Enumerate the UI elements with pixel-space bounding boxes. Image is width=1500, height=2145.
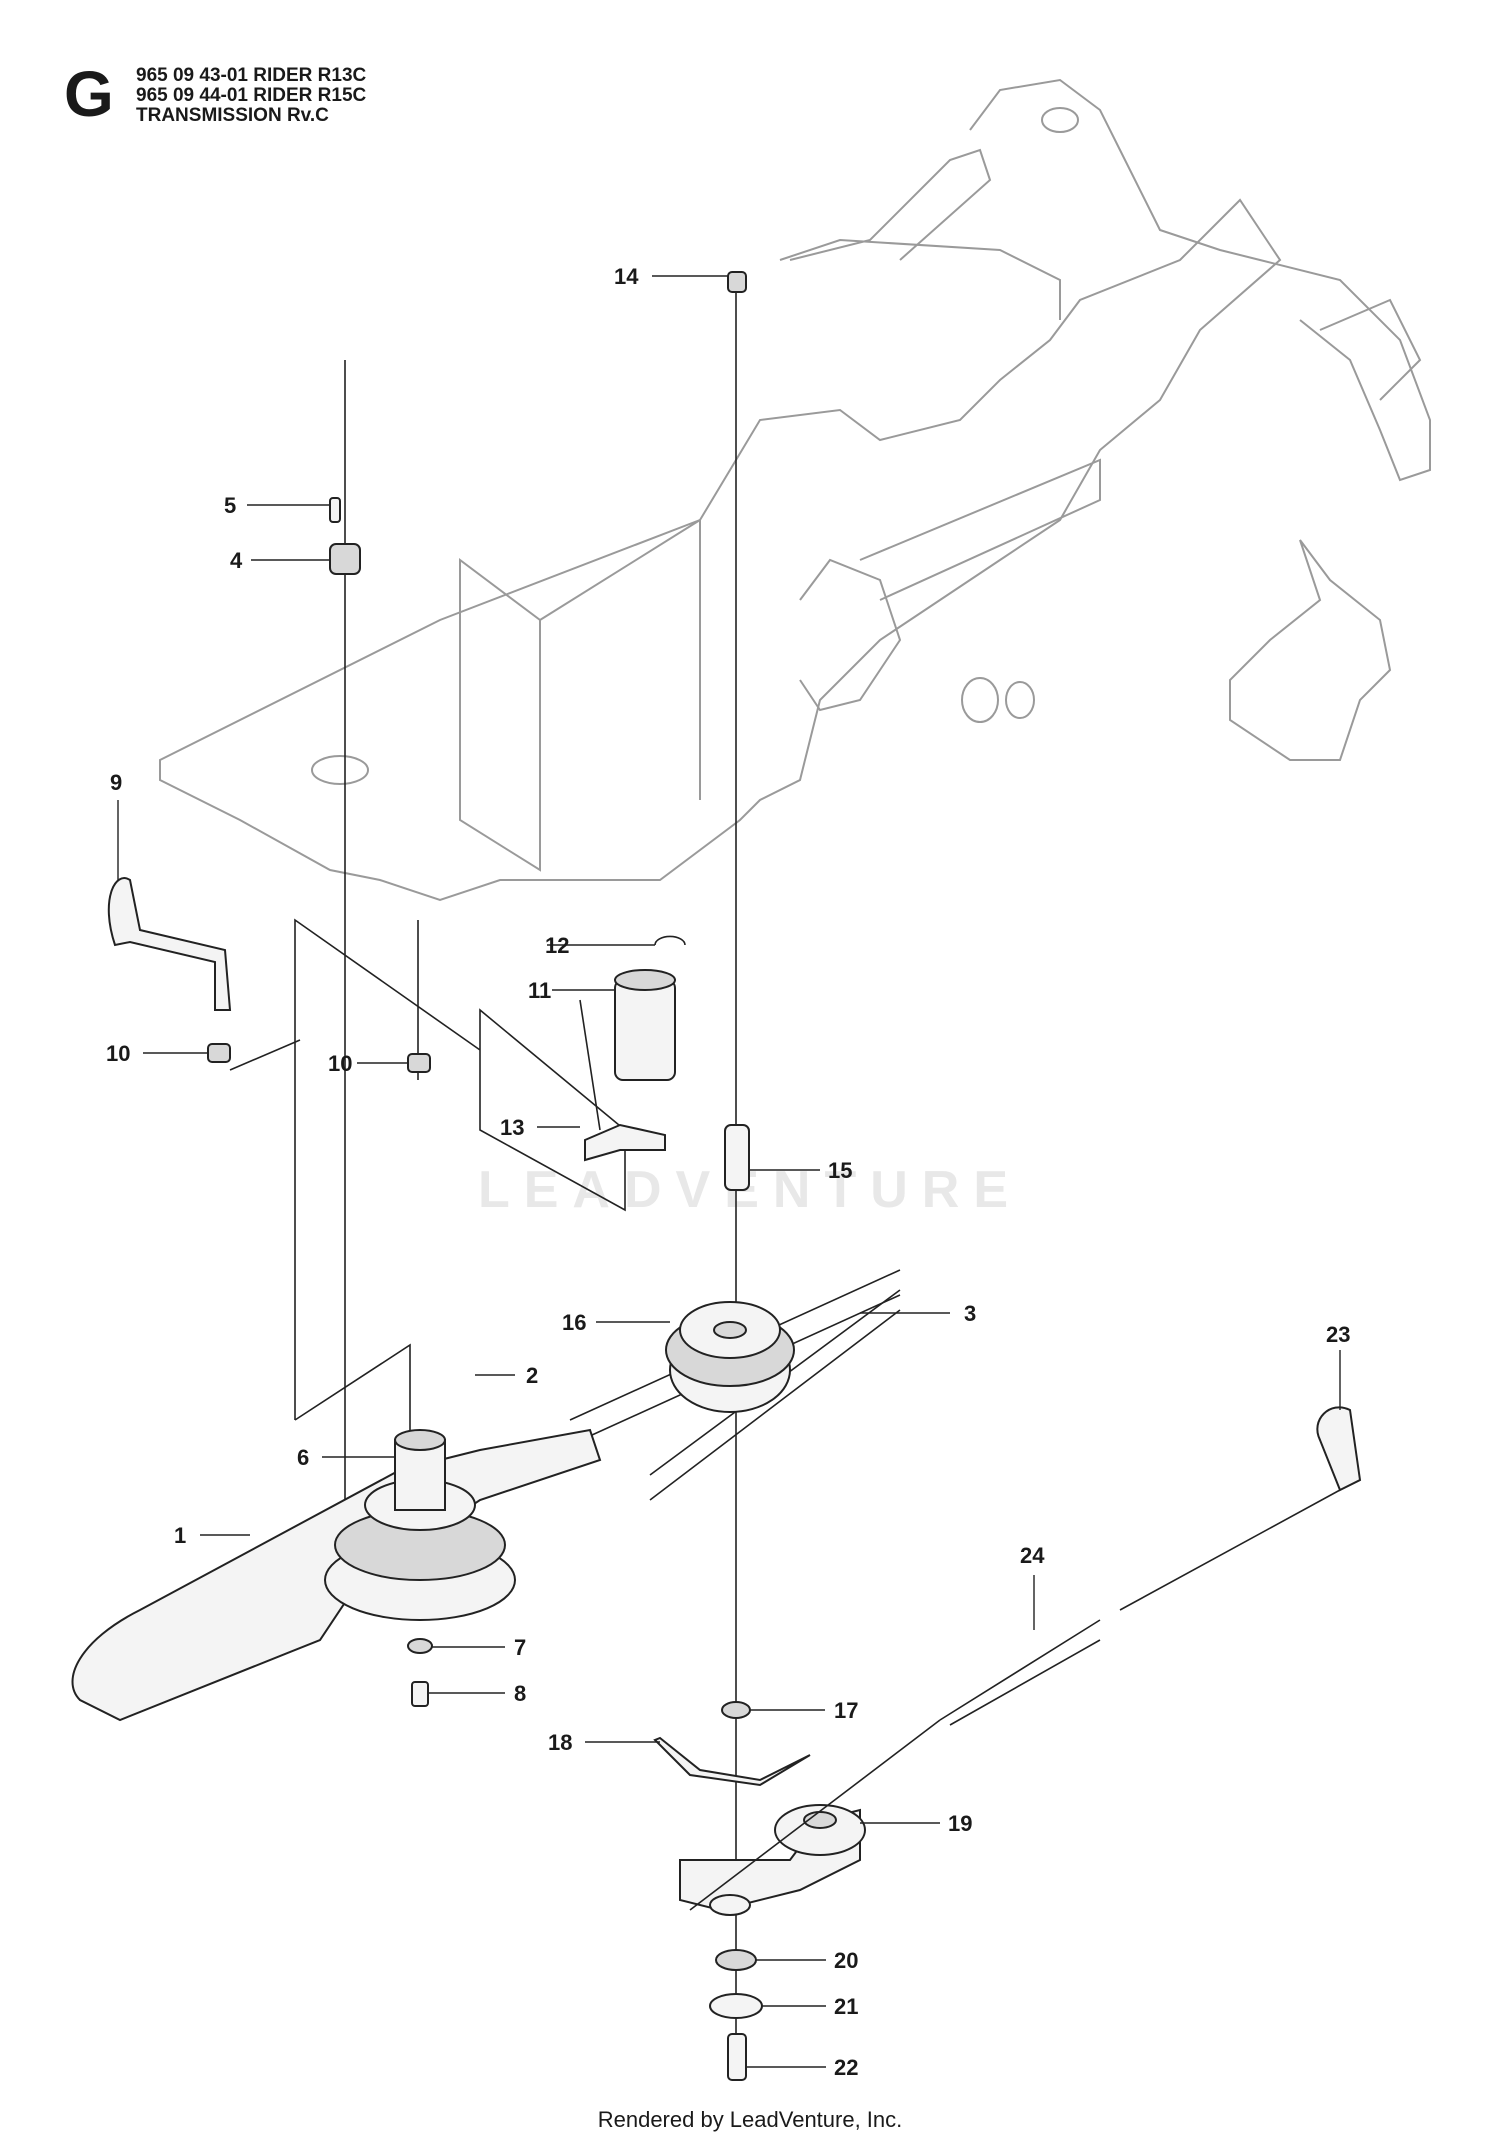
callout-leaders — [117, 275, 1341, 2068]
washer-7 — [407, 1638, 433, 1654]
assembly-title: TRANSMISSION Rv.C — [136, 105, 329, 126]
bolt-15 — [727, 271, 747, 293]
chassis-frame — [159, 78, 1431, 902]
section-letter: G — [64, 58, 114, 130]
callout-17: 17 — [834, 1698, 858, 1723]
washer-21 — [709, 1993, 763, 2019]
callout-7: 7 — [514, 1635, 526, 1660]
callout-14: 15 — [828, 1158, 852, 1183]
spring-13 — [579, 999, 601, 1131]
circlip-12 — [654, 935, 686, 946]
link-rod — [689, 1719, 941, 1911]
callout-1: 1 — [174, 1523, 186, 1548]
callout-2: 2 — [526, 1363, 538, 1388]
hook-23 — [1316, 1406, 1362, 1492]
washer-20 — [715, 1949, 757, 1971]
callout-16: 16 — [562, 1310, 586, 1335]
callout-21: 21 — [834, 1994, 858, 2019]
callout-labels: 14 5 4 9 10 10 12 11 13 15 16 3 2 6 1 7 … — [106, 264, 1350, 2080]
spring-24 — [939, 1619, 1101, 1726]
callout-5: 5 — [224, 493, 236, 518]
callout-19: 19 — [948, 1811, 972, 1836]
callout-12: 12 — [545, 933, 569, 958]
callout-8: 8 — [514, 1681, 526, 1706]
lever-11 — [584, 1123, 666, 1162]
pin-5 — [329, 497, 341, 523]
footer-credit: Rendered by LeadVenture, Inc. — [597, 2107, 903, 2132]
callout-10a: 10 — [106, 1041, 130, 1066]
assembly-axis-lines — [229, 280, 737, 2080]
callout-22: 22 — [834, 2055, 858, 2080]
callout-3: 3 — [964, 1301, 976, 1326]
cable-24 — [1119, 1489, 1341, 1611]
bolt-8 — [411, 1681, 429, 1707]
callout-23: 23 — [1326, 1322, 1350, 1347]
callout-6: 6 — [297, 1445, 309, 1470]
callout-18: 18 — [548, 1730, 572, 1755]
callout-10b: 10 — [328, 1051, 352, 1076]
callout-9: 9 — [110, 770, 122, 795]
bushing-4 — [329, 543, 361, 575]
rod-9 — [107, 877, 232, 1011]
idler-bracket-19 — [679, 1804, 866, 1916]
callout-15: 14 — [614, 264, 639, 289]
nut-10a — [207, 1043, 231, 1063]
pulley-6 — [324, 1429, 516, 1621]
washer-17 — [721, 1701, 751, 1719]
pin-14 — [724, 1124, 750, 1191]
plate-18 — [653, 1736, 811, 1787]
callout-4: 4 — [230, 548, 243, 573]
small-parts — [107, 271, 1362, 2081]
callout-24: 24 — [1020, 1543, 1045, 1568]
pulley-16 — [665, 1301, 795, 1413]
model-line-1: 965 09 43-01 RIDER R13C — [136, 65, 367, 86]
sleeve-11 — [614, 979, 676, 1081]
callout-11: 11 — [528, 978, 551, 1003]
callout-13: 13 — [500, 1115, 524, 1140]
callout-20: 20 — [834, 1948, 858, 1973]
header-text: 965 09 43-01 RIDER R13C 965 09 44-01 RID… — [136, 66, 366, 126]
bolt-22 — [727, 2033, 747, 2081]
model-line-2: 965 09 44-01 RIDER R15C — [136, 85, 367, 106]
nut-10b — [407, 1053, 431, 1073]
